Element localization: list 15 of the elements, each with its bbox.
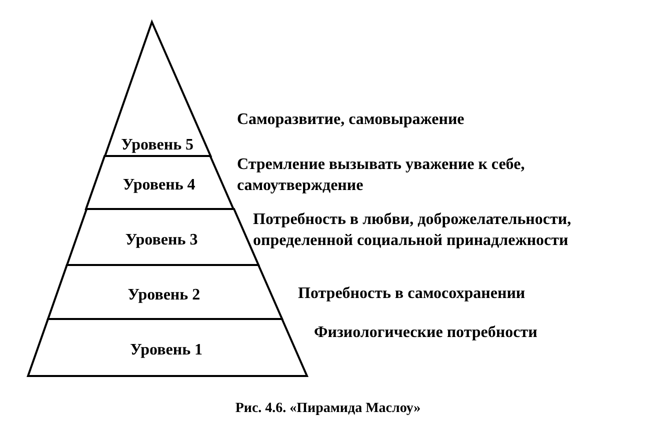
- level-label: Уровень 5: [121, 136, 194, 154]
- need-description: Потребность в любви, доброжелательности, определенной социальной принадлежности: [253, 210, 572, 251]
- need-description: Потребность в самосохранении: [298, 284, 526, 304]
- figure-caption: Рис. 4.6. «Пирамида Маслоу»: [235, 401, 421, 417]
- level-label: Уровень 1: [130, 340, 203, 360]
- need-description: Саморазвитие, самовыражение: [237, 110, 466, 130]
- pyramid-level: [28, 319, 307, 376]
- pyramid-level: [48, 265, 282, 319]
- level-label: Уровень 3: [125, 230, 198, 250]
- pyramid-level: [86, 156, 234, 209]
- need-description: Стремление вызывать уважение к себе, самоутверждение: [237, 155, 526, 196]
- level-label: Уровень 2: [128, 286, 200, 304]
- need-description: Физиологические потребности: [314, 323, 538, 343]
- level-label: Уровень 4: [122, 176, 196, 194]
- pyramid-top-level: [105, 22, 211, 156]
